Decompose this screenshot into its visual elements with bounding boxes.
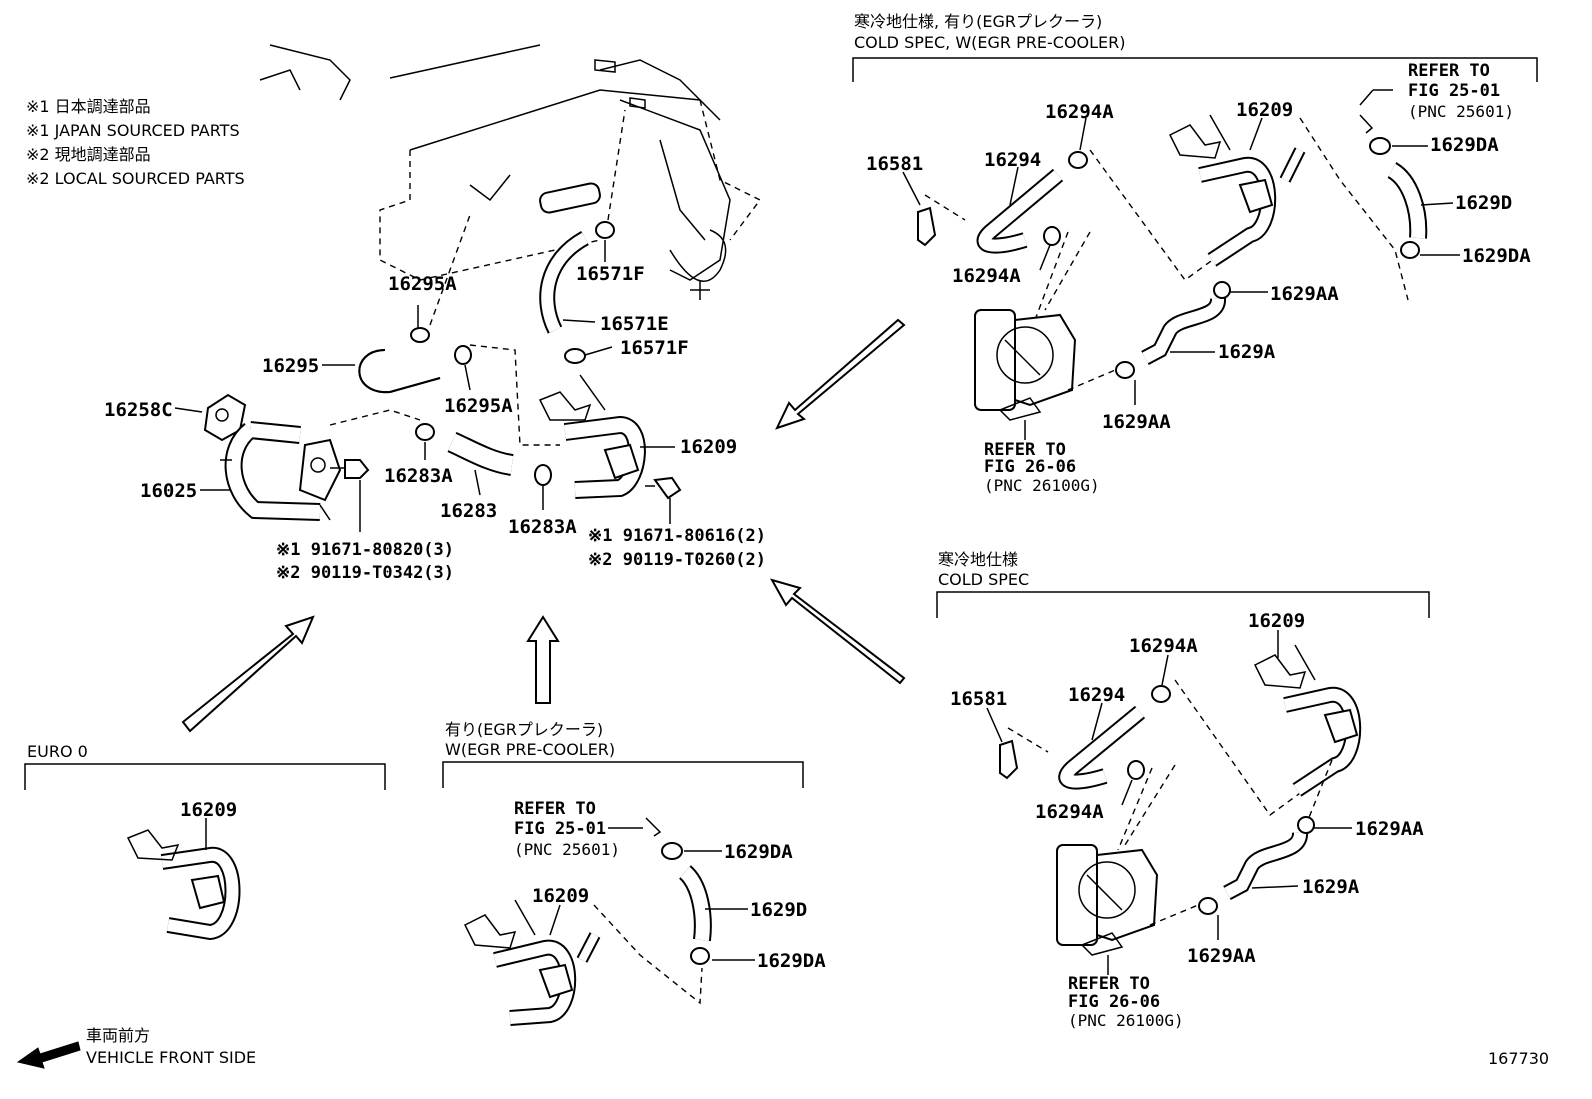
vehicle-front-arrow-icon: [16, 1041, 81, 1069]
section-cold-en: COLD SPEC: [938, 570, 1029, 589]
main-assembly: 16295A 16295 16295A 16571F 16571E 16571F…: [104, 109, 766, 583]
refer-to-26-06-line1: REFER TO: [984, 440, 1066, 460]
arrow-euro-up: [181, 615, 315, 733]
note-japan-en: ※1 JAPAN SOURCED PARTS: [26, 121, 240, 140]
pn-16571f-bottom: 16571F: [620, 337, 689, 359]
bolt-left-japan: ※1 91671-80820(3): [276, 540, 454, 560]
engine-block-sketch: [259, 44, 762, 300]
direction-arrows: [181, 318, 906, 733]
pn-1629d: 1629D: [1455, 192, 1512, 214]
bolt-right-japan: ※1 91671-80616(2): [588, 526, 766, 546]
pn-16294a-top-cold: 16294A: [1129, 635, 1198, 657]
section-euro-label: EURO 0: [27, 742, 88, 761]
section-cold-egr-en: COLD SPEC, W(EGR PRE-COOLER): [854, 33, 1126, 52]
pn-16209-cold-egr: 16209: [1236, 99, 1293, 121]
pn-16295a-top: 16295A: [388, 273, 457, 295]
vehicle-front-en: VEHICLE FRONT SIDE: [86, 1048, 256, 1067]
section-cold-egr-jp: 寒冷地仕様, 有り(EGRプレクーラ): [854, 12, 1102, 31]
note-local-jp: ※2 現地調達部品: [26, 145, 151, 164]
pn-16581-cold: 16581: [950, 688, 1007, 710]
refer-cold-line1: REFER TO: [1068, 974, 1150, 994]
refer-egr-line3: (PNC 25601): [514, 840, 620, 859]
section-egr-en: W(EGR PRE-COOLER): [445, 740, 615, 759]
pn-16283: 16283: [440, 500, 497, 522]
pn-1629aa-bottom-cold: 1629AA: [1187, 945, 1256, 967]
refer-to-25-01-line2: FIG 25-01: [1408, 81, 1500, 101]
pn-1629aa-top-cold: 1629AA: [1355, 818, 1424, 840]
pn-16571e: 16571E: [600, 313, 669, 335]
pn-16209-main: 16209: [680, 436, 737, 458]
pn-16283a-right: 16283A: [508, 516, 577, 538]
section-egr-jp: 有り(EGRプレクーラ): [445, 720, 603, 739]
pn-16571f-top: 16571F: [576, 263, 645, 285]
refer-to-26-06-line3: (PNC 26100G): [984, 476, 1100, 495]
pn-16295: 16295: [262, 355, 319, 377]
refer-cold-line3: (PNC 26100G): [1068, 1011, 1184, 1030]
arrow-cold-up: [769, 578, 906, 685]
pn-16294-cold: 16294: [1068, 684, 1125, 706]
pn-1629a: 1629A: [1218, 341, 1276, 363]
note-local-en: ※2 LOCAL SOURCED PARTS: [26, 169, 245, 188]
pn-16581: 16581: [866, 153, 923, 175]
bolt-left-local: ※2 90119-T0342(3): [276, 563, 454, 583]
refer-egr-line2: FIG 25-01: [514, 819, 606, 839]
vehicle-front-jp: 車両前方: [86, 1026, 150, 1045]
pn-1629da-bottom: 1629DA: [1462, 245, 1531, 267]
refer-to-25-01-line1: REFER TO: [1408, 61, 1490, 81]
pn-16209-egr: 16209: [532, 885, 589, 907]
pn-16294a-bottom: 16294A: [952, 265, 1021, 287]
refer-to-25-01-line3: (PNC 25601): [1408, 102, 1514, 121]
pn-16209-cold: 16209: [1248, 610, 1305, 632]
bolt-right-local: ※2 90119-T0260(2): [588, 550, 766, 570]
pn-1629d-egr: 1629D: [750, 899, 807, 921]
pn-16294: 16294: [984, 149, 1041, 171]
pn-16295a-bottom: 16295A: [444, 395, 513, 417]
pn-1629aa-bottom: 1629AA: [1102, 411, 1171, 433]
section-cold-jp: 寒冷地仕様: [938, 550, 1018, 569]
section-euro: EURO 0 16209: [24, 742, 386, 941]
pn-16025: 16025: [140, 480, 197, 502]
arrow-egr-up: [526, 615, 560, 704]
section-egr: 有り(EGRプレクーラ) W(EGR PRE-COOLER) REFER TO …: [442, 720, 826, 1026]
pn-1629aa-top: 1629AA: [1270, 283, 1339, 305]
pn-1629da-top-egr: 1629DA: [724, 841, 793, 863]
arrow-cold-egr-down: [775, 318, 906, 430]
pn-16209-euro: 16209: [180, 799, 237, 821]
pn-1629a-cold: 1629A: [1302, 876, 1360, 898]
sourcing-notes: ※1 日本調達部品 ※1 JAPAN SOURCED PARTS ※2 現地調達…: [26, 97, 245, 188]
refer-egr-line1: REFER TO: [514, 799, 596, 819]
pn-16294a-top: 16294A: [1045, 101, 1114, 123]
pn-16294a-bottom-cold: 16294A: [1035, 801, 1104, 823]
pn-16258c: 16258C: [104, 399, 173, 421]
pn-1629da-top: 1629DA: [1430, 134, 1499, 156]
refer-to-26-06-line2: FIG 26-06: [984, 457, 1076, 477]
pn-16283a-left: 16283A: [384, 465, 453, 487]
section-cold: 寒冷地仕様 COLD SPEC: [936, 550, 1430, 1030]
figure-id: 167730: [1488, 1049, 1549, 1068]
refer-cold-line2: FIG 26-06: [1068, 992, 1160, 1012]
note-japan-jp: ※1 日本調達部品: [26, 97, 151, 116]
section-cold-egr: 寒冷地仕様, 有り(EGRプレクーラ) COLD SPEC, W(EGR PRE…: [852, 12, 1538, 495]
pn-1629da-bottom-egr: 1629DA: [757, 950, 826, 972]
footer: 車両前方 VEHICLE FRONT SIDE 167730: [16, 1026, 1549, 1069]
